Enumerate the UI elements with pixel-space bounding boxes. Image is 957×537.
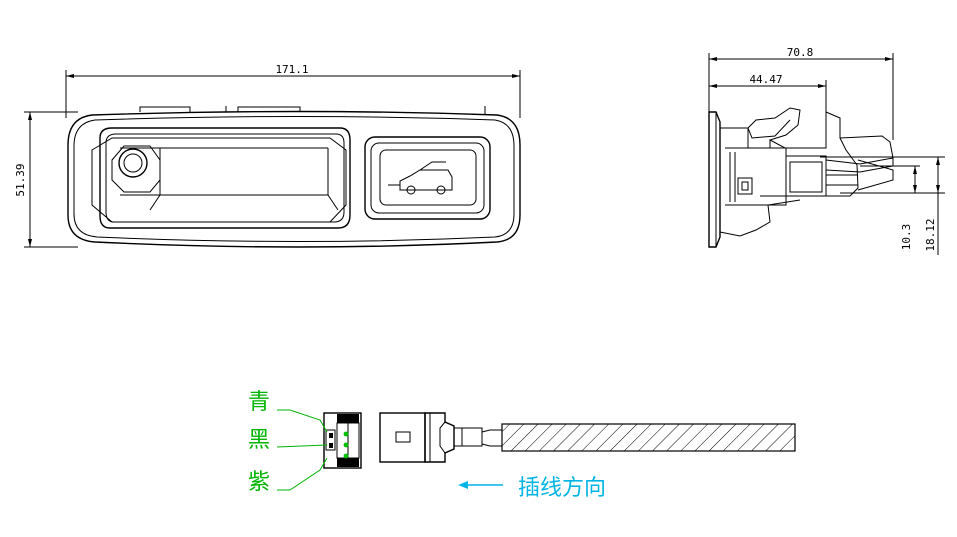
side-offset-dimensions: 10.3 18.12 (820, 156, 945, 255)
front-width-dimension: 171.1 (65, 63, 521, 118)
arrow-left-icon (458, 481, 468, 489)
pin-dot (343, 442, 349, 448)
male-connector (379, 412, 503, 463)
front-height-dimension: 51.39 (14, 111, 78, 248)
handle-outer-body (67, 110, 521, 248)
insertion-direction: 插线方向 (458, 476, 606, 501)
pin-dot (343, 431, 349, 437)
side-bezel (708, 111, 721, 248)
wire-label-black: 黑 (248, 428, 270, 453)
side-depth-partial-label: 44.47 (749, 73, 782, 86)
front-height-label: 51.39 (14, 163, 27, 196)
pin-dot (343, 453, 349, 459)
side-depth-total-label: 70.8 (787, 46, 814, 59)
side-depth-partial-dimension: 44.47 (709, 73, 827, 112)
lock-cylinder-icon (111, 145, 161, 193)
wire-leaders (276, 409, 328, 491)
insertion-direction-label: 插线方向 (518, 476, 606, 501)
side-view: 70.8 44.47 10.3 18.12 (708, 46, 945, 255)
handle-recess (99, 127, 351, 229)
cable-sheath (501, 423, 796, 452)
side-depth-total-dimension: 70.8 (708, 46, 894, 140)
side-offset-small-label: 10.3 (900, 224, 913, 251)
car-tailgate-icon (388, 161, 453, 195)
wire-label-cyan: 青 (248, 390, 270, 415)
side-offset-large-label: 18.12 (924, 218, 937, 251)
wire-label-purple: 紫 (248, 470, 270, 495)
female-connector (323, 412, 362, 469)
front-width-label: 171.1 (275, 63, 308, 76)
wiring-diagram: 青 黑 紫 插线方向 (248, 390, 796, 501)
tailgate-button (364, 136, 491, 220)
front-view: 171.1 51.39 (14, 63, 521, 248)
